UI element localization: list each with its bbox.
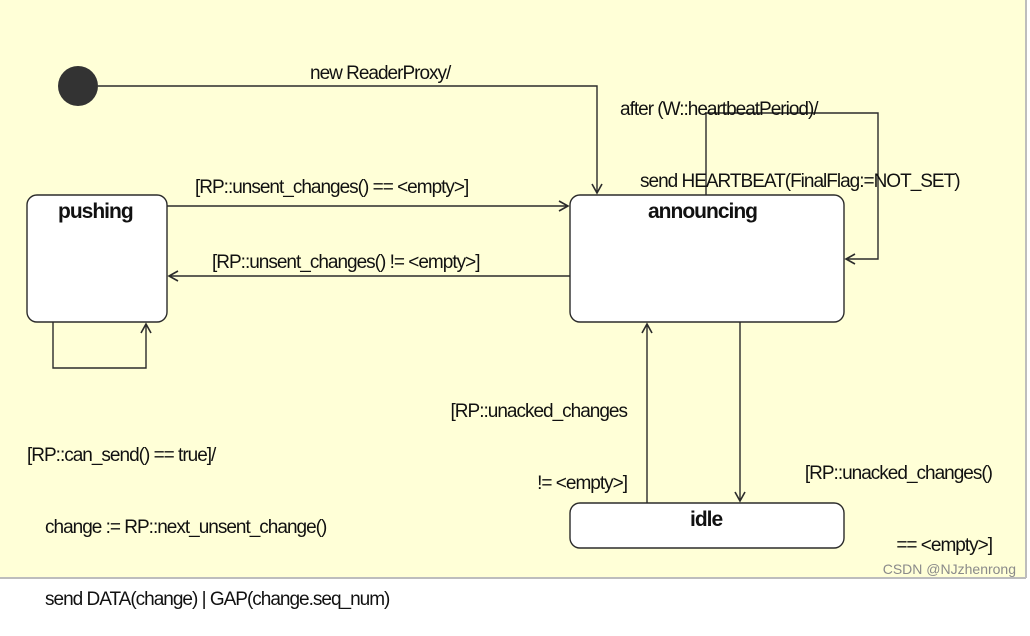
idle-to-announcing-label: [RP::unacked_changes != <empty>] (400, 352, 628, 520)
announcing-to-idle-line-2: == <empty>] (896, 535, 993, 556)
initial-transition-arrow (98, 85, 603, 195)
heartbeat-label-line-2: send HEARTBEAT(FinalFlag:=NOT_SET) (640, 171, 961, 192)
pushing-self-label: [RP::can_send() == true]/ change := RP::… (27, 396, 390, 636)
heartbeat-self-arrow (705, 112, 879, 265)
watermark: CSDN @NJzhenrong (882, 561, 1016, 577)
state-announcing-label: announcing (648, 200, 758, 223)
diagram-background (0, 0, 1026, 578)
announcing-to-idle-label: [RP::unacked_changes() == <empty>] (752, 414, 993, 582)
state-idle-label: idle (690, 508, 723, 531)
idle-to-announcing-line-1: [RP::unacked_changes (450, 401, 628, 422)
pushing-self-arrow (52, 322, 152, 369)
heartbeat-label-line-1: after (W::heartbeatPeriod)/ (620, 99, 819, 120)
state-pushing-label: pushing (58, 200, 134, 223)
announcing-to-idle-line-1: [RP::unacked_changes() (804, 463, 993, 484)
idle-to-announcing-line-2: != <empty>] (537, 473, 628, 494)
pushing-self-line-2: change := RP::next_unsent_change() (45, 517, 327, 538)
initial-state-dot (58, 66, 98, 106)
state-announcing (569, 194, 845, 323)
heartbeat-label: after (W::heartbeatPeriod)/ send HEARTBE… (600, 50, 1024, 218)
to-pushing-guard-label: [RP::unsent_changes() != <empty>] (212, 252, 480, 273)
state-diagram (0, 0, 1027, 579)
initial-transition-label: new ReaderProxy/ (310, 63, 451, 84)
state-idle (569, 502, 845, 549)
state-pushing (26, 194, 168, 323)
to-announcing-guard-label: [RP::unsent_changes() == <empty>] (195, 177, 469, 198)
pushing-self-line-3: send DATA(change) | GAP(change.seq_num) (45, 589, 390, 610)
pushing-self-line-1: [RP::can_send() == true]/ (27, 445, 216, 466)
